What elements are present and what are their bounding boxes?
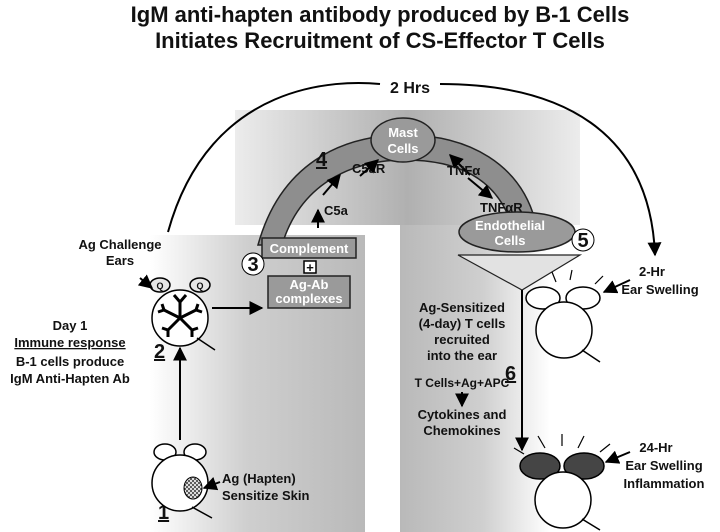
label-c5a: C5a [324,203,349,218]
timing-label: 2 Hrs [390,80,430,97]
ag-ab-label-1: Ag-Ab [290,277,329,292]
ag-ab-complexes-node [267,275,351,309]
arrow-tnfa-mast [449,154,471,176]
mast-cells-label-2: Cells [387,141,418,156]
plus-sign: + [306,260,314,275]
sensitized-label-3: recruited [434,332,490,347]
complement-label: Complement [270,241,349,256]
sensitized-label-1: Ag-Sensitized [419,300,505,315]
endothelial-label-1: Endothelial [475,218,545,233]
recruitment-funnel [457,254,583,291]
arrow-hapten-skin [202,477,221,491]
swell24-label-1: 24-Hr [639,440,672,455]
ag-challenge-label-2: Ears [106,253,134,268]
arrow-c5ar-mast [359,159,380,177]
mast-cells-node [370,117,436,163]
mouse-2hr-swelling [525,269,604,363]
arrow-c5a-c5ar [322,173,341,196]
arrow-tnfa-tnfar [467,177,494,199]
plus-box [303,260,317,274]
hapten-label-1: Ag (Hapten) [222,471,296,486]
timing-arc-right [439,83,662,257]
step-5: 5 [577,230,588,252]
step-3: 3 [247,254,258,276]
complement-node [261,237,357,259]
swell2-label-2: Ear Swelling [621,282,698,297]
title-line-2: Initiates Recruitment of CS-Effector T C… [155,28,605,53]
mouse-24hr-inflammation [513,434,611,531]
arrow-challenge-ears [137,274,154,289]
igm-antibody-icon [157,294,203,337]
sensitized-label-4: into the ear [427,348,497,363]
timing-arc-left [167,81,381,233]
ag-ab-label-2: complexes [275,291,342,306]
immune-response-label: Immune response [14,335,125,350]
sensitized-label-2: (4-day) T cells [419,316,506,331]
label-tnfa: TNFα [447,163,480,178]
arrow-2hr-label [602,279,631,294]
endothelial-label-2: Cells [494,233,525,248]
step-2: 2 [154,341,165,363]
step-5-badge [571,228,595,252]
step-3-badge [241,252,265,276]
b1-label-1: B-1 cells produce [16,354,124,369]
label-tnfar: TNFαR [480,200,523,215]
title-line-1: IgM anti-hapten antibody produced by B-1… [131,2,630,27]
b1-label-2: IgM Anti-Hapten Ab [10,371,130,386]
day1-label: Day 1 [53,318,88,333]
swell24-label-2: Ear Swelling [625,458,702,473]
mast-cells-label-1: Mast [388,125,418,140]
cytokines-label-2: Chemokines [423,423,500,438]
arrow-24hr-label [604,450,631,464]
svg-text:Q: Q [196,281,203,291]
svg-text:Q: Q [156,281,163,291]
hapten-label-2: Sensitize Skin [222,488,309,503]
ag-challenge-label-1: Ag Challenge [78,237,161,252]
tcells-label: T Cells+Ag+APC [415,376,510,390]
step-6: 6 [505,363,516,385]
sensitized-mouse [151,443,213,519]
swell2-label-1: 2-Hr [639,264,665,279]
swell24-label-3: Inflammation [624,476,705,491]
step-4: 4 [316,149,328,171]
cytokines-label-1: Cytokines and [418,407,507,422]
step-1: 1 [158,502,169,524]
